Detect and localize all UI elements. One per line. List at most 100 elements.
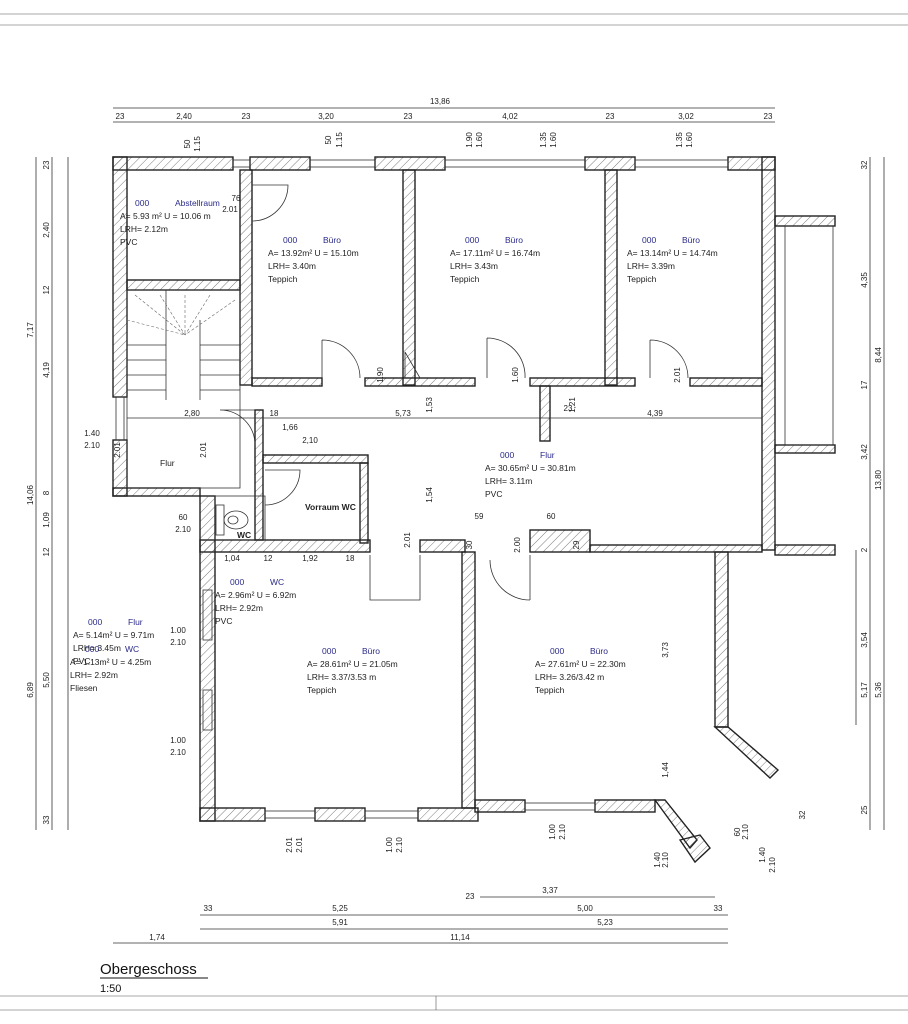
dimension-label: 5,91: [332, 918, 348, 927]
dimension-label: 5,17: [860, 682, 869, 698]
dimension-label: 8,44: [874, 347, 883, 363]
dimension-label: 4,19: [42, 362, 51, 378]
dimension-label: 2.10: [768, 857, 777, 873]
dimension-label: 1.60: [685, 132, 694, 148]
dimension-label: 2.01: [113, 442, 122, 458]
room-floor: PVC: [73, 656, 90, 666]
room-height: LRH= 3.37/3.53 m: [307, 672, 376, 682]
dimension-label: 1,53: [425, 397, 434, 413]
room-area: A= 28.61m² U = 21.05m: [307, 659, 398, 669]
room-height: LRH= 3.43m: [450, 261, 498, 271]
dimension-label: 2.10: [84, 441, 100, 450]
dimension-label: 1.60: [511, 367, 520, 383]
room-height: LRH= 2.12m: [120, 224, 168, 234]
dimension-label: 2.10: [558, 824, 567, 840]
dimension-label: 12: [264, 554, 273, 563]
room-number: 000: [283, 235, 297, 245]
dimension-label: 3,54: [860, 632, 869, 648]
dimension-label: 6,89: [26, 682, 35, 698]
dimension-label: 1,66: [282, 423, 298, 432]
dimension-label: 1,74: [149, 933, 165, 942]
room-floor: Teppich: [268, 274, 298, 284]
room-name: Abstellraum: [175, 198, 220, 208]
dimension-label: 2.10: [170, 748, 186, 757]
dimension-label: 13,80: [874, 469, 883, 490]
plan-scale: 1:50: [100, 983, 121, 995]
dimension-label: 11,14: [450, 933, 470, 942]
room-floor: Teppich: [627, 274, 657, 284]
room-area: A= 2.96m² U = 6.92m: [215, 590, 296, 600]
dimension-label: 1,44: [661, 762, 670, 778]
staircase: [126, 289, 241, 489]
dimension-label: 1.60: [475, 132, 484, 148]
room-height: LRH= 3.45m: [73, 643, 121, 653]
dimension-lines: [35, 107, 885, 944]
dimension-label: 23: [606, 112, 615, 121]
dimension-label: 5,25: [332, 904, 348, 913]
dimension-label: 23: [42, 160, 51, 169]
room-floor: Teppich: [535, 685, 565, 695]
dimension-label: 14,06: [26, 484, 35, 505]
dimension-label: 4,02: [502, 112, 518, 121]
dimension-label: 25: [860, 805, 869, 814]
room-name: Büro: [505, 235, 523, 245]
dimension-label: 1.35: [539, 132, 548, 148]
dimension-label: 3,02: [678, 112, 694, 121]
room-number: 000: [85, 644, 99, 654]
room-area: A= 13.92m² U = 15.10m: [268, 248, 359, 258]
dimension-label: 17: [860, 380, 869, 389]
dimension-label: 1.00: [385, 837, 394, 853]
room-height: LRH= 3.26/3.42 m: [535, 672, 604, 682]
dimension-label: 50: [324, 135, 333, 144]
dimension-label: 1.15: [335, 132, 344, 148]
dimension-label: 2,10: [302, 436, 318, 445]
dimension-label: 2.10: [395, 837, 404, 853]
doors: [219, 184, 689, 601]
room-name: Büro: [590, 646, 608, 656]
room-height: LRH= 2.92m: [215, 603, 263, 613]
room-number: 000: [500, 450, 514, 460]
dimension-label: 1.40: [758, 847, 767, 863]
dimension-label: 12: [42, 547, 51, 556]
dimension-label: 13,86: [430, 97, 451, 106]
room-number: 000: [88, 617, 102, 627]
plan-title: Obergeschoss: [100, 961, 197, 978]
dimension-label: 60: [547, 512, 556, 521]
dimension-label: 18: [270, 409, 279, 418]
room-name: Flur: [540, 450, 555, 460]
dimension-label: 2,40: [176, 112, 192, 121]
dimension-label: 3,73: [661, 642, 670, 658]
dimension-label: 2.10: [661, 852, 670, 868]
room-name: Flur: [128, 617, 143, 627]
room-name: WC: [270, 577, 284, 587]
dimension-label: 23: [242, 112, 251, 121]
dimension-label: 32: [860, 160, 869, 169]
dimension-label: 5,36: [874, 682, 883, 698]
dimension-label: 23: [466, 892, 475, 901]
room-number: 000: [550, 646, 564, 656]
dimension-label: 4,35: [860, 272, 869, 288]
windows: [115, 159, 834, 819]
dimension-label: 33: [42, 815, 51, 824]
room-name: WC: [125, 644, 139, 654]
dimension-label: 3,42: [860, 444, 869, 460]
dimension-label: 23: [764, 112, 773, 121]
toilet-icon: [214, 495, 266, 541]
room-height: LRH= 2.92m: [70, 670, 118, 680]
dimension-label: 1.35: [675, 132, 684, 148]
dimension-label: 2.10: [741, 824, 750, 840]
dimension-label: 2,80: [184, 409, 200, 418]
dimension-label: 2.01: [403, 532, 412, 548]
room-floor: PVC: [485, 489, 502, 499]
dimension-label: 5,23: [597, 918, 613, 927]
dimension-label: 1,21: [568, 397, 577, 413]
room-number: 000: [135, 198, 149, 208]
dimension-label: 2.01: [295, 837, 304, 853]
dimension-label: 23: [116, 112, 125, 121]
dimension-label: 23: [564, 404, 573, 413]
dimension-label: 76: [232, 194, 241, 203]
room-height: LRH= 3.40m: [268, 261, 316, 271]
dimension-label: 1.00: [548, 824, 557, 840]
room-floor: Teppich: [450, 274, 480, 284]
